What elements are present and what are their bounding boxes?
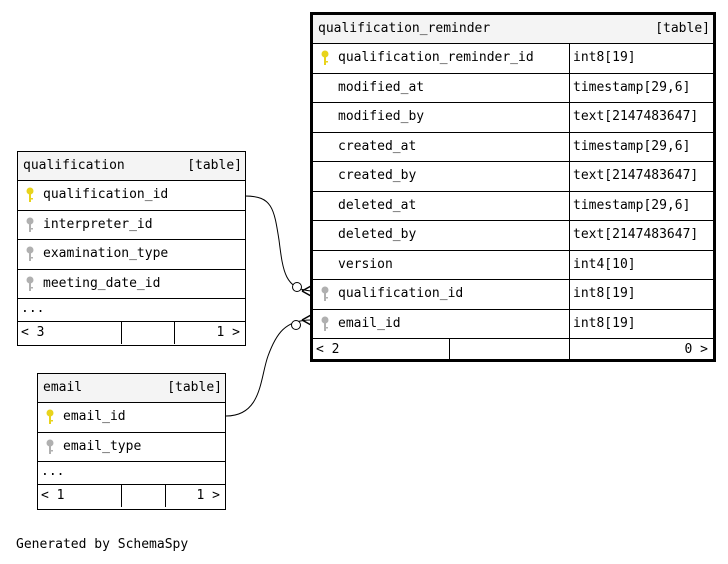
column-name: version [338,256,393,272]
table-footer: < 2 0 > [313,339,713,361]
column-type: timestamp[29,6] [569,132,713,161]
column-name: email_id [338,315,401,331]
column-type: int4[10] [569,250,713,279]
column-row[interactable]: interpreter_id [18,211,245,240]
table-name: email [43,380,83,395]
column-name: deleted_by [338,227,417,242]
crowfoot-marker [301,285,312,297]
foreign-key-icon [321,286,329,301]
children-count[interactable]: 1 > [216,325,240,340]
column-row[interactable]: deleted_at timestamp[29,6] [313,191,713,221]
primary-key-icon [46,409,54,424]
column-row[interactable]: email_id int8[19] [313,309,713,339]
column-row[interactable]: qualification_id [18,181,245,211]
column-row[interactable]: modified_at timestamp[29,6] [313,73,713,103]
more-columns: ... [38,462,225,485]
column-name: qualification_reminder_id [338,50,534,65]
generator-credit: Generated by SchemaSpy [16,537,189,552]
table-email[interactable]: email [table] email_id email_type ... < 1… [37,373,226,510]
table-name: qualification_reminder [318,21,491,36]
table-type: [table] [167,380,222,395]
column-name: email_id [63,409,126,424]
column-row[interactable]: email_id [38,403,225,433]
column-type: int8[19] [569,44,713,73]
foreign-key-icon [321,316,329,331]
table-header: qualification [table] [18,152,245,181]
zero-or-many-marker [291,320,301,330]
table-qualification-reminder[interactable]: qualification_reminder [table] qualifica… [310,12,716,362]
table-footer: < 1 1 > [38,485,225,507]
column-name: interpreter_id [43,216,153,232]
column-name: examination_type [43,246,169,261]
column-row[interactable]: qualification_id int8[19] [313,280,713,310]
children-count[interactable]: 1 > [196,488,220,503]
column-row[interactable]: modified_by text[2147483647] [313,103,713,133]
column-type: text[2147483647] [569,103,713,132]
column-name: deleted_at [338,197,417,213]
zero-or-many-marker [292,282,302,292]
relationship-email-to-reminder [225,319,312,417]
column-row[interactable]: email_type [38,433,225,462]
parents-count[interactable]: < 1 [41,488,65,503]
column-name: email_type [63,438,142,454]
parents-count[interactable]: < 3 [21,325,45,340]
column-type: timestamp[29,6] [569,73,713,102]
table-footer: < 3 1 > [18,322,245,344]
column-type: text[2147483647] [569,221,713,250]
column-row[interactable]: qualification_reminder_id int8[19] [313,44,713,74]
table-type: [table] [187,158,242,173]
primary-key-icon [26,187,34,202]
table-header: email [table] [38,374,225,403]
column-type: timestamp[29,6] [569,191,713,220]
column-name: qualification_id [338,286,464,301]
foreign-key-icon [26,276,34,291]
column-row[interactable]: meeting_date_id [18,270,245,299]
table-header: qualification_reminder [table] [313,15,713,44]
column-name: modified_by [338,109,425,124]
column-row[interactable]: created_by text[2147483647] [313,162,713,192]
column-name: created_at [338,138,417,154]
column-row[interactable]: version int4[10] [313,250,713,280]
foreign-key-icon [46,439,54,454]
foreign-key-icon [26,246,34,261]
crowfoot-marker [301,314,312,326]
children-count[interactable]: 0 > [684,342,708,357]
column-row[interactable]: examination_type [18,240,245,270]
primary-key-icon [321,50,329,65]
column-name: meeting_date_id [43,275,161,291]
column-type: int8[19] [569,280,713,309]
table-name: qualification [23,158,125,173]
column-type: text[2147483647] [569,162,713,191]
column-type: int8[19] [569,309,713,338]
column-name: created_by [338,168,417,183]
more-columns: ... [18,299,245,322]
column-row[interactable]: deleted_by text[2147483647] [313,221,713,251]
relationship-qualification-to-reminder [244,195,312,292]
column-row[interactable]: created_at timestamp[29,6] [313,132,713,162]
column-name: qualification_id [43,187,169,202]
foreign-key-icon [26,217,34,232]
column-name: modified_at [338,79,425,95]
table-type: [table] [655,21,710,36]
parents-count[interactable]: < 2 [316,342,340,357]
